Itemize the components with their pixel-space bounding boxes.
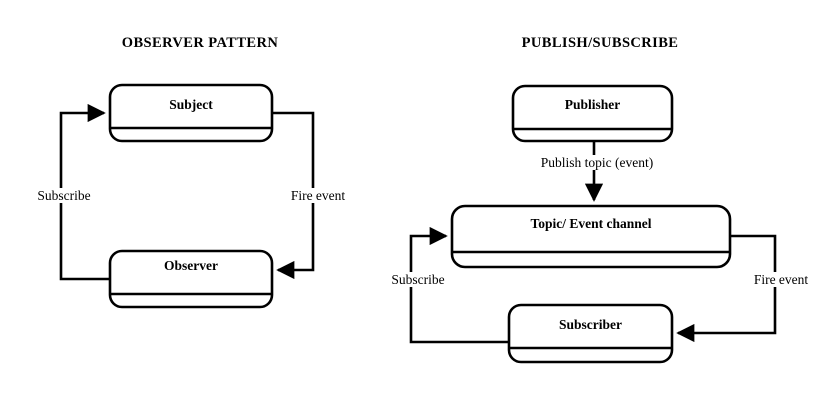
subscriber-node-label: Subscriber [558,317,622,332]
observer-node-label: Observer [164,258,218,273]
subscribe-edge-label-pubsub: Subscribe [368,272,468,287]
subscribe-edge-path-pubsub [409,226,509,344]
fire-event-edge-label: Fire event [270,188,366,203]
subject-node-shape[interactable] [108,83,274,143]
subscribe-edge-label: Subscribe [12,188,116,203]
publish-subscribe-title: PUBLISH/SUBSCRIBE [521,35,679,51]
publish-topic-edge-label: Publish topic (event) [507,155,687,170]
subject-node-label: Subject [169,97,213,112]
subscriber-node-shape[interactable] [507,303,674,364]
observer-pattern-title: OBSERVER PATTERN [121,35,279,51]
publisher-node-label: Publisher [564,97,621,112]
fire-event-edge-label-pubsub: Fire event [733,272,829,287]
publish-subscribe-graphics [409,84,777,364]
topic-node-label: Topic/ Event channel [530,216,652,231]
observer-pattern-graphics [59,83,315,309]
publisher-node-shape[interactable] [511,84,674,143]
